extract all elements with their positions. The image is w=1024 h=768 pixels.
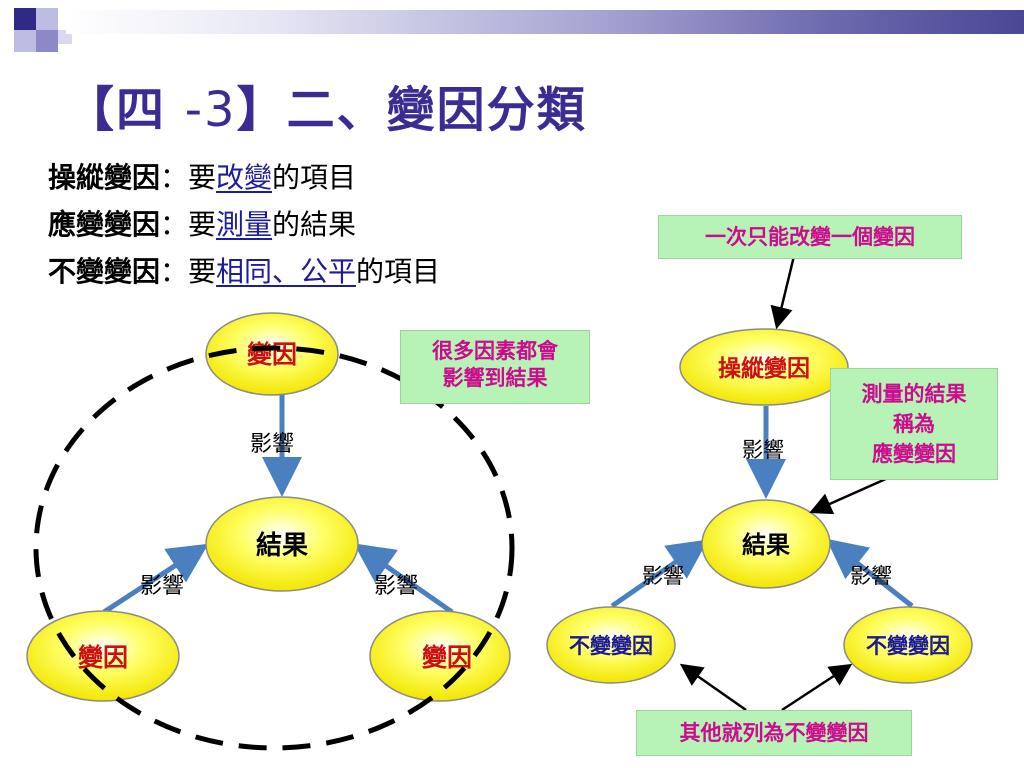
left-edge-label-top: 影響 (250, 432, 295, 457)
header-gradient-bar (66, 10, 1024, 34)
left-edge-label-left: 影響 (140, 574, 185, 599)
right-edge-label-top: 影響 (742, 438, 784, 462)
slide-title: 【四 -3】二、變因分類 (66, 70, 587, 140)
arrow-left-to-center (102, 543, 209, 615)
left-right-node-label: 變因 (422, 643, 472, 672)
title-prefix: 【四 (66, 82, 185, 138)
left-right-node: 變因 (369, 610, 511, 702)
arrow-controlled-left-to-result (610, 539, 709, 609)
right-right-node-label: 不變變因 (866, 633, 950, 658)
note-responding-variable: 測量的結果 稱為 應變變因 (830, 368, 998, 480)
decor-square (36, 30, 58, 52)
decor-square (14, 8, 36, 30)
left-left-node-label: 變因 (78, 643, 128, 672)
note-many-factors: 很多因素都會 影響到結果 (400, 330, 590, 404)
pointer-arrow-to-right-controlled (781, 663, 853, 712)
dashed-grouping-circle (33, 345, 515, 751)
left-center-node-label: 結果 (256, 530, 308, 561)
left-left-node: 變因 (26, 610, 180, 702)
left-edge-label-right: 影響 (374, 574, 419, 599)
right-left-node: 不變變因 (546, 606, 676, 684)
title-number: -3 (184, 82, 237, 138)
right-center-node-label: 結果 (742, 530, 790, 559)
pointer-arrow-to-result (809, 476, 889, 515)
title-suffix: 】二、變因分類 (236, 82, 587, 138)
definition-responding: 應變變因：要測量的結果 (48, 208, 357, 241)
left-top-node: 變因 (205, 312, 339, 396)
definition-manipulated: 操縱變因：要改變的項目 (48, 161, 357, 194)
decor-square (14, 30, 36, 52)
right-right-node: 不變變因 (843, 606, 973, 684)
pointer-arrow-to-manipulated (770, 255, 796, 330)
left-top-node-label: 變因 (247, 340, 297, 369)
right-edge-label-left: 影響 (642, 564, 684, 588)
definition-controlled: 不變變因：要相同、公平的項目 (48, 255, 441, 288)
note-change-one-variable: 一次只能改變一個變因 (658, 215, 962, 259)
arrow-controlled-right-to-result (826, 538, 914, 608)
note-controlled-variables: 其他就列為不變變因 (636, 710, 912, 756)
right-edge-label-right: 影響 (850, 564, 892, 588)
right-top-node-label: 操縱變因 (718, 355, 810, 382)
left-center-node: 結果 (205, 496, 359, 592)
arrow-right-to-center (353, 543, 454, 615)
pointer-arrow-to-left-controlled (679, 663, 747, 712)
right-left-node-label: 不變變因 (569, 633, 653, 658)
right-center-node: 結果 (701, 499, 831, 589)
right-top-node: 操縱變因 (679, 328, 849, 406)
decor-square (36, 8, 58, 30)
